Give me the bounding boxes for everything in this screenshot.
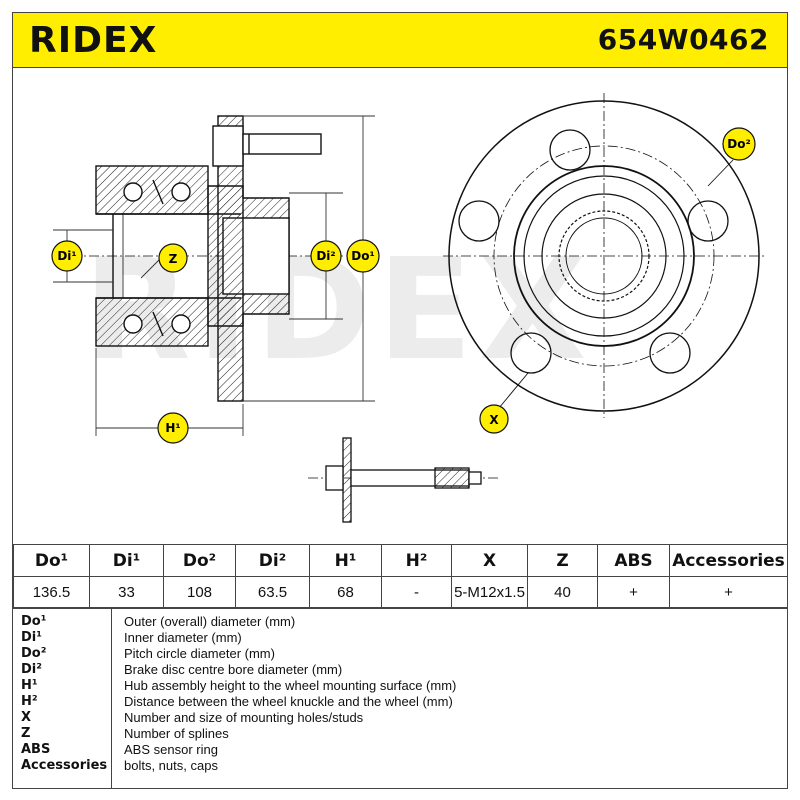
legend-row: Accessories bolts, nuts, caps (13, 758, 787, 774)
part-number: 654W0462 (597, 23, 769, 56)
spec-header-cell: H² (381, 544, 452, 577)
svg-text:Do²: Do² (727, 137, 750, 151)
badge-di1: Di¹ (51, 240, 83, 272)
header-bar: RIDEX 654W0462 (13, 13, 787, 68)
legend-divider (111, 608, 112, 789)
ridex-logo: RIDEX (29, 20, 157, 59)
legend-key: Di¹ (21, 630, 42, 645)
legend-desc: Distance between the wheel knuckle and t… (124, 694, 453, 709)
spec-header-cell: Do¹ (13, 544, 90, 577)
svg-text:H¹: H¹ (165, 421, 180, 435)
spec-value-cell: + (669, 576, 788, 609)
legend-desc: Outer (overall) diameter (mm) (124, 614, 296, 629)
spec-header-cell: H¹ (309, 544, 382, 577)
spec-header-cell: X (451, 544, 528, 577)
spec-value-cell: - (381, 576, 452, 609)
svg-text:Do¹: Do¹ (351, 249, 374, 263)
legend-desc: Pitch circle diameter (mm) (124, 646, 275, 661)
badge-do1: Do¹ (346, 239, 380, 273)
svg-text:X: X (489, 413, 499, 427)
badge-do2: Do² (722, 127, 756, 161)
svg-text:Z: Z (169, 252, 178, 266)
spec-value-cell: 40 (527, 576, 598, 609)
legend-key: Accessories (21, 758, 108, 773)
legend-desc: ABS sensor ring (124, 742, 218, 757)
legend-key: Z (21, 726, 31, 741)
legend-row: X Number and size of mounting holes/stud… (13, 710, 787, 726)
legend-key: Do¹ (21, 614, 47, 629)
legend-key: Di² (21, 662, 42, 677)
spec-value-cell: 68 (309, 576, 382, 609)
spec-value-cell: 33 (89, 576, 164, 609)
legend-row: Do² Pitch circle diameter (mm) (13, 646, 787, 662)
spec-value-cell: 5-M12x1.5 (451, 576, 528, 609)
spec-header-cell: Di¹ (89, 544, 164, 577)
legend-row: H¹ Hub assembly height to the wheel moun… (13, 678, 787, 694)
legend-key: H¹ (21, 678, 38, 693)
legend-row: H² Distance between the wheel knuckle an… (13, 694, 787, 710)
spec-value-cell: + (597, 576, 670, 609)
badge-h1: H¹ (157, 412, 189, 444)
hub-front-view (443, 93, 765, 418)
drawing-canvas: RIDEX (51, 93, 765, 523)
spec-header-row: Do¹ Di¹ Do² Di² H¹ H² X Z ABS Accessorie… (13, 544, 788, 577)
legend-key: H² (21, 694, 38, 709)
legend-desc: bolts, nuts, caps (124, 758, 218, 773)
bolt-view (308, 437, 498, 523)
svg-text:Di¹: Di¹ (57, 249, 76, 263)
legend-key: X (21, 710, 32, 725)
badge-z: Z (158, 243, 188, 273)
spec-value-cell: 136.5 (13, 576, 90, 609)
legend-row: Do¹ Outer (overall) diameter (mm) (13, 614, 787, 630)
legend-row: Di¹ Inner diameter (mm) (13, 630, 787, 646)
spec-header-cell: ABS (597, 544, 670, 577)
legend-desc: Hub assembly height to the wheel mountin… (124, 678, 457, 693)
spec-header-cell: Accessories (669, 544, 788, 577)
spec-header-cell: Di² (235, 544, 310, 577)
legend-key: Do² (21, 646, 47, 661)
spec-table: Do¹ Di¹ Do² Di² H¹ H² X Z ABS Accessorie… (13, 544, 788, 609)
legend-key: ABS (21, 742, 51, 757)
brand-text: RIDEX (29, 20, 157, 59)
svg-text:Di²: Di² (316, 249, 335, 263)
legend-desc: Number and size of mounting holes/studs (124, 710, 364, 725)
legend-desc: Inner diameter (mm) (124, 630, 242, 645)
technical-drawing: RIDEX (13, 68, 787, 548)
badge-x: X (479, 404, 509, 434)
spec-value-row: 136.5 33 108 63.5 68 - 5-M12x1.5 40 + + (13, 576, 788, 609)
legend-row: ABS ABS sensor ring (13, 742, 787, 758)
legend-row: Di² Brake disc centre bore diameter (mm) (13, 662, 787, 678)
legend: Do¹ Outer (overall) diameter (mm) Di¹ In… (13, 607, 787, 789)
spec-value-cell: 108 (163, 576, 236, 609)
legend-row: Z Number of splines (13, 726, 787, 742)
spec-header-cell: Z (527, 544, 598, 577)
spec-header-cell: Do² (163, 544, 236, 577)
spec-value-cell: 63.5 (235, 576, 310, 609)
hub-cross-section (53, 115, 343, 402)
badge-di2: Di² (310, 240, 342, 272)
legend-desc: Number of splines (124, 726, 229, 741)
product-sheet: RIDEX 654W0462 RIDEX (12, 12, 788, 789)
legend-desc: Brake disc centre bore diameter (mm) (124, 662, 343, 677)
